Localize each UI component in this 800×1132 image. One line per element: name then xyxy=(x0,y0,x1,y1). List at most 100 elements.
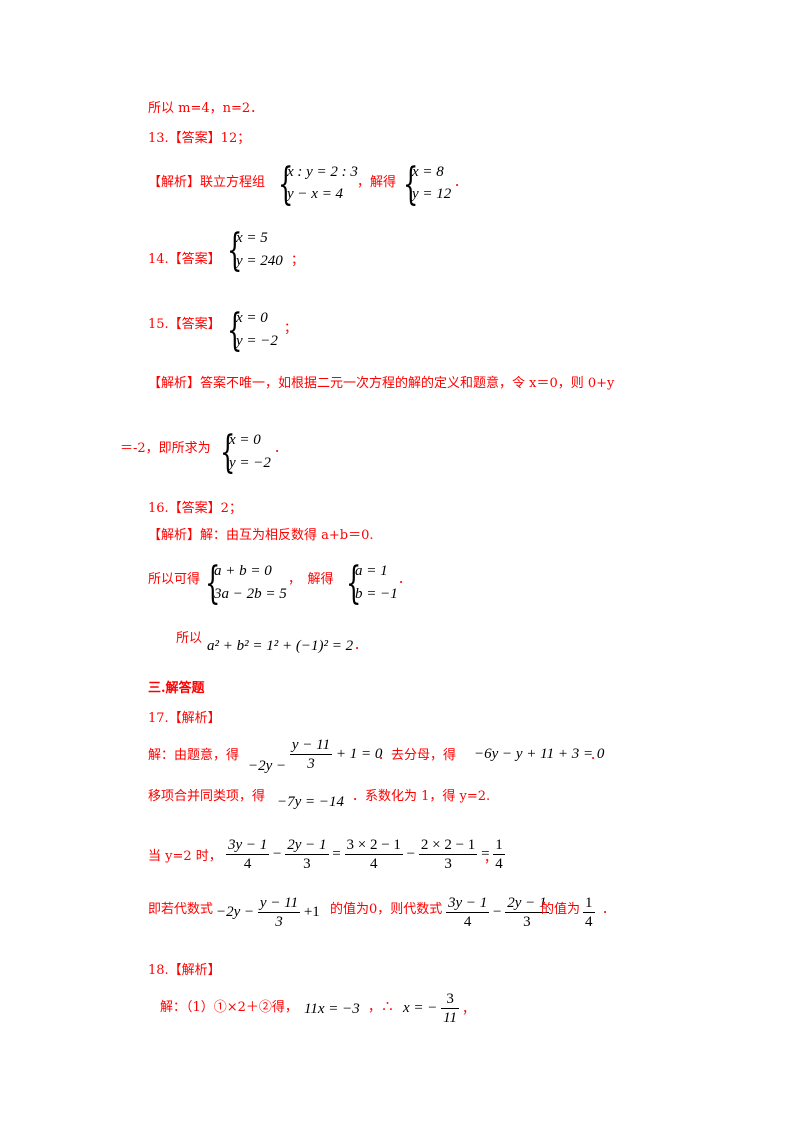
text-segment: 所以 xyxy=(176,631,203,646)
fraction-denominator: 3 xyxy=(505,912,549,931)
analysis-15-continued: ＝-2，即所求为 xyxy=(120,441,211,456)
operator-minus: − xyxy=(406,845,416,862)
equation-part: + 1 = 0 xyxy=(335,745,383,762)
analysis-13: 【解析】联立方程组 xyxy=(148,175,266,190)
equation: −2y − y − 11 3 + 1 = 0 xyxy=(248,736,383,774)
fraction-numerator: 2y − 1 xyxy=(287,837,327,853)
fraction-denominator: 4 xyxy=(493,854,505,872)
answer-13: 13.【答案】12； xyxy=(148,131,251,146)
text-segment: ． xyxy=(602,902,616,917)
fraction-numerator: 2 × 2 − 1 xyxy=(420,837,476,853)
brace-glyph: { xyxy=(346,558,362,609)
fraction-numerator: 1 xyxy=(495,837,503,853)
fraction-denominator: 4 xyxy=(344,854,403,873)
text-segment: ， xyxy=(462,1002,476,1017)
text-segment: ．系数化为 1，得 y=2. xyxy=(352,789,491,804)
equation-row: y = −2 xyxy=(229,455,271,471)
equation-row: y = 12 xyxy=(412,186,452,202)
fraction: y − 11 3 xyxy=(289,736,333,773)
brace-glyph: { xyxy=(220,427,236,478)
answer-14: 14.【答案】 xyxy=(148,252,221,267)
text-segment: ， 解得 xyxy=(288,572,334,587)
text-segment: ． xyxy=(590,748,604,763)
text-segment: ，解得 xyxy=(357,175,397,190)
text-line: 所以 m=4，n=2． xyxy=(148,101,264,116)
text-segment: ．去分母，得 xyxy=(378,748,457,763)
text-segment: ， xyxy=(484,851,498,866)
equation-row: x = 5 xyxy=(236,230,268,246)
equation-row: x = 8 xyxy=(412,164,444,180)
fraction-denominator: 3 xyxy=(257,912,301,931)
text-segment: ； xyxy=(284,321,298,336)
text-segment: 的值为 xyxy=(541,902,581,917)
equation-row: a = 1 xyxy=(355,563,388,579)
analysis-16: 【解析】解：由互为相反数得 a+b＝0. xyxy=(148,528,374,543)
text-segment: 的值为0，则代数式 xyxy=(330,902,443,917)
text-segment: 所以可得 xyxy=(148,572,201,587)
fraction-denominator: 4 xyxy=(583,912,595,930)
fraction-denominator: 3 xyxy=(289,754,333,773)
answer-15: 15.【答案】 xyxy=(148,317,221,332)
equation-row: b = −1 xyxy=(355,586,398,602)
text-segment: 当 y=2 时， xyxy=(148,849,222,864)
fraction-numerator: y − 11 xyxy=(291,737,331,753)
operator-equals: = xyxy=(332,845,341,862)
fraction-denominator: 3 xyxy=(418,854,478,873)
text-segment: ，∴ xyxy=(368,1000,395,1015)
equation-part: −2y − xyxy=(216,903,255,920)
equation-row: y = −2 xyxy=(236,333,278,349)
equation-row: x = 0 xyxy=(229,432,261,448)
operator-equals: = xyxy=(481,845,490,862)
brace-glyph: { xyxy=(227,225,243,276)
brace-glyph: { xyxy=(227,305,243,356)
text-segment: 移项合并同类项，得 xyxy=(148,789,266,804)
text-segment: ． xyxy=(354,638,368,653)
equation-row: x : y = 2 : 3 xyxy=(287,164,358,180)
fraction-numerator: 3y − 1 xyxy=(448,895,488,911)
equation-row: a + b = 0 xyxy=(214,563,272,579)
fraction-numerator: 3 × 2 − 1 xyxy=(346,837,401,853)
text-segment: ． xyxy=(274,441,288,456)
fraction-numerator: 3 xyxy=(446,991,454,1007)
section-heading: 三.解答题 xyxy=(148,681,205,696)
brace-glyph: { xyxy=(278,159,294,210)
text-segment: 解：由题意，得 xyxy=(148,748,240,763)
fraction-denominator: 11 xyxy=(441,1008,460,1026)
text-segment: 解：（1）①×2＋②得， xyxy=(160,1000,298,1015)
answer-16: 16.【答案】2； xyxy=(148,501,242,516)
analysis-18: 18.【解析】 xyxy=(148,963,221,978)
fraction-numerator: 3y − 1 xyxy=(228,837,268,853)
fraction-numerator: 1 xyxy=(585,895,593,911)
equation: 11x = −3 xyxy=(304,1001,360,1017)
equation: −6y − y + 11 + 3 = 0 xyxy=(474,746,605,762)
fraction-denominator: 3 xyxy=(285,854,329,873)
text-segment: 即若代数式 xyxy=(148,902,214,917)
operator-minus: − xyxy=(273,845,282,862)
fraction-denominator: 4 xyxy=(446,912,490,931)
equation-row: 3a − 2b = 5 xyxy=(214,586,287,602)
equation-part: +1 xyxy=(303,903,320,920)
text-segment: ． xyxy=(454,175,468,190)
equation-row: y = 240 xyxy=(236,253,283,269)
equation-row: y − x = 4 xyxy=(287,186,344,202)
fraction-numerator: y − 11 xyxy=(259,895,299,911)
equation-row: x = 0 xyxy=(236,310,268,326)
fraction-numerator: 2y − 1 xyxy=(507,895,547,911)
operator-minus: − xyxy=(493,903,502,920)
equation: −7y = −14 xyxy=(277,794,345,810)
analysis-17: 17.【解析】 xyxy=(148,711,221,726)
equation-part: −2y − xyxy=(248,757,287,774)
brace-glyph: { xyxy=(205,558,221,609)
